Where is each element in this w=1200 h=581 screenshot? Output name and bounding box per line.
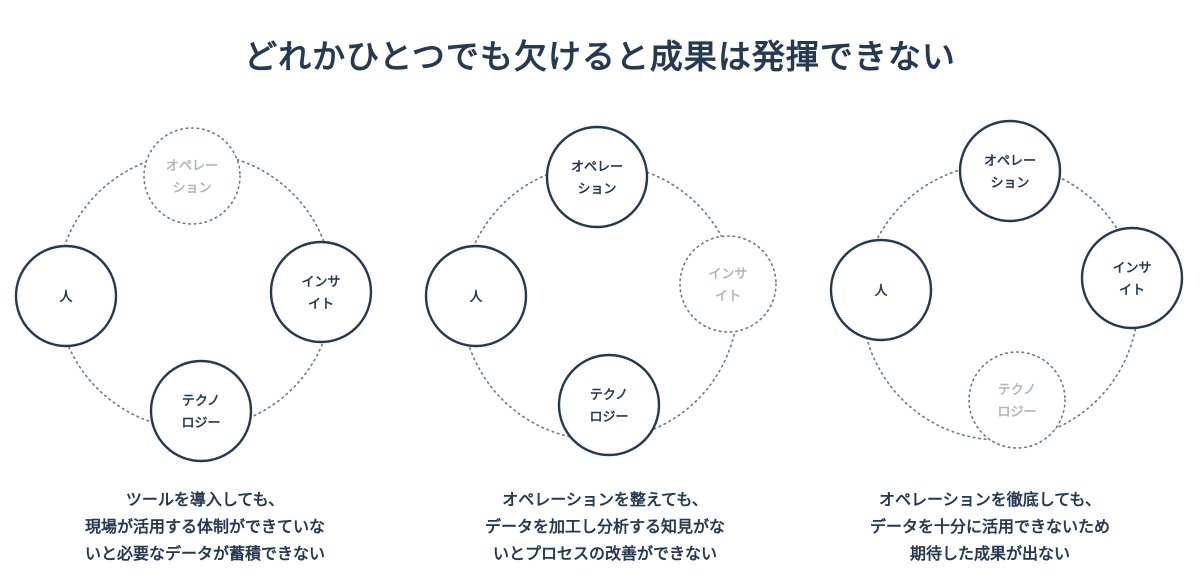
node-label-right: イト: [308, 297, 334, 312]
node-label-left: 人: [874, 283, 888, 299]
caption-line: オペレーションを徹底しても、: [879, 490, 1101, 509]
node-label-bottom: ロジー: [181, 416, 220, 431]
node-label-left: 人: [59, 289, 73, 305]
node-label-top: ション: [990, 176, 1029, 191]
node-circle-right-missing: [679, 235, 777, 333]
node-label-top: オペレー: [984, 154, 1036, 169]
node-label-right: インサ: [301, 275, 340, 290]
node-circle-right: [269, 240, 373, 344]
node-label-right: イト: [1119, 283, 1145, 298]
node-circle-top-missing: [143, 127, 241, 225]
caption-panel-3: オペレーションを徹底しても、 データを十分に活用できないため 期待した成果が出な…: [810, 486, 1170, 567]
node-label-bottom: ロジー: [589, 410, 628, 425]
caption-line: 現場が活用する体制ができていな: [84, 517, 325, 536]
node-label-bottom: テクノ: [998, 383, 1036, 398]
node-circle-top: [545, 125, 649, 229]
node-circle-right: [1080, 226, 1184, 330]
node-label-right: インサ: [1112, 261, 1151, 276]
node-label-bottom: テクノ: [590, 388, 628, 403]
node-circle-bottom-missing: [968, 351, 1066, 449]
node-label-bottom: ロジー: [997, 405, 1036, 420]
node-label-top: ション: [172, 181, 211, 196]
node-label-left: 人: [469, 289, 483, 305]
caption-line: いと必要なデータが蓄積できない: [84, 544, 325, 563]
node-circle-top: [958, 119, 1062, 223]
caption-line: データを十分に活用できないため: [869, 517, 1110, 536]
caption-line: オペレーションを整えても、: [502, 490, 708, 509]
node-circle-left: [14, 244, 118, 348]
page-title: どれかひとつでも欠けると成果は発揮できない: [244, 37, 956, 76]
caption-line: ツールを導入しても、: [125, 490, 285, 509]
node-label-right: イト: [715, 289, 741, 304]
node-label-top: オペレー: [166, 159, 218, 174]
caption-line: いとプロセスの改善ができない: [492, 544, 717, 563]
caption-line: データを加工し分析する知見がな: [484, 517, 725, 536]
node-label-right: インサ: [708, 267, 747, 282]
node-circle-bottom: [149, 359, 253, 463]
node-circle-left: [829, 238, 933, 342]
node-label-bottom: テクノ: [182, 394, 220, 409]
node-label-top: ション: [577, 182, 616, 197]
node-circle-bottom: [557, 353, 661, 457]
caption-panel-1: ツールを導入しても、 現場が活用する体制ができていな いと必要なデータが蓄積でき…: [25, 486, 385, 567]
node-circle-left: [424, 244, 528, 348]
caption-line: 期待した成果が出ない: [909, 544, 1070, 563]
caption-panel-2: オペレーションを整えても、 データを加工し分析する知見がな いとプロセスの改善が…: [425, 486, 785, 567]
node-label-top: オペレー: [571, 160, 623, 175]
